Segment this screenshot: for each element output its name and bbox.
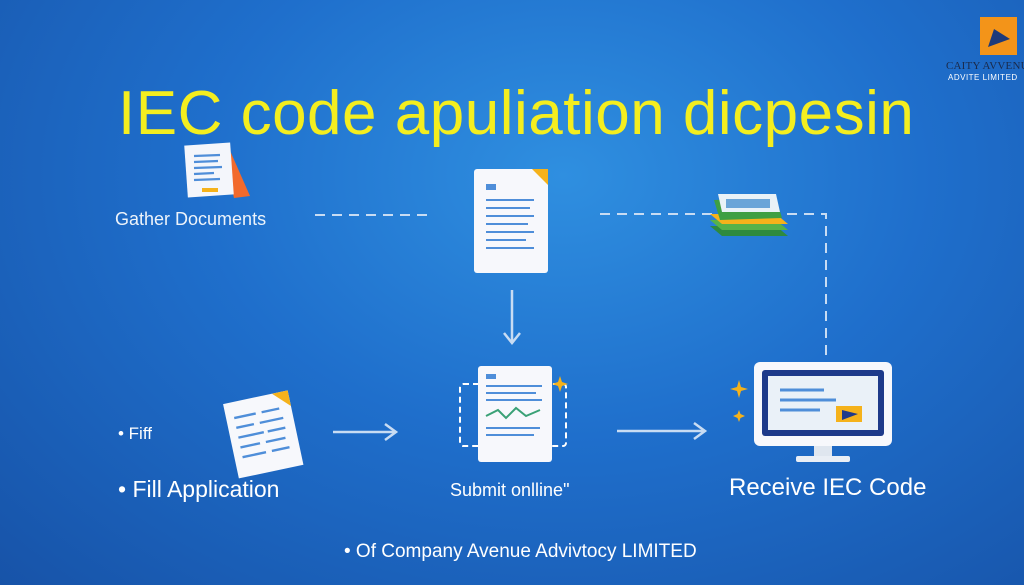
application-form-icon (223, 390, 304, 479)
monitor-icon (754, 362, 892, 462)
logo-arrow-icon (988, 29, 1010, 47)
arrow-down (503, 290, 521, 346)
arrow-right-1 (333, 422, 399, 442)
page-title: IEC code apuliation dicpesin (118, 79, 915, 148)
logo-subtitle: ADVITE LIMITED (948, 73, 1018, 82)
gather-documents-icon (184, 142, 250, 198)
logo-name: CAITY AVVENU (946, 60, 1024, 72)
money-stack-icon (710, 194, 788, 236)
step-fiff-label: • Fiff (118, 424, 152, 443)
step-receive-label: Receive IEC Code (729, 474, 927, 501)
sparkle-icon (730, 380, 748, 422)
company-logo (980, 17, 1017, 55)
document-icon (474, 169, 548, 273)
step-gather-label: Gather Documents (115, 209, 267, 229)
dashed-connector-right (600, 213, 827, 365)
step-submit-label: Submit onlline" (450, 480, 570, 500)
step-fill-label: • Fill Application (118, 476, 280, 502)
arrow-right-2 (617, 421, 708, 441)
submit-online-icon (459, 366, 568, 462)
footer-text: • Of Company Avenue Advivtocy LIMITED (344, 541, 697, 562)
